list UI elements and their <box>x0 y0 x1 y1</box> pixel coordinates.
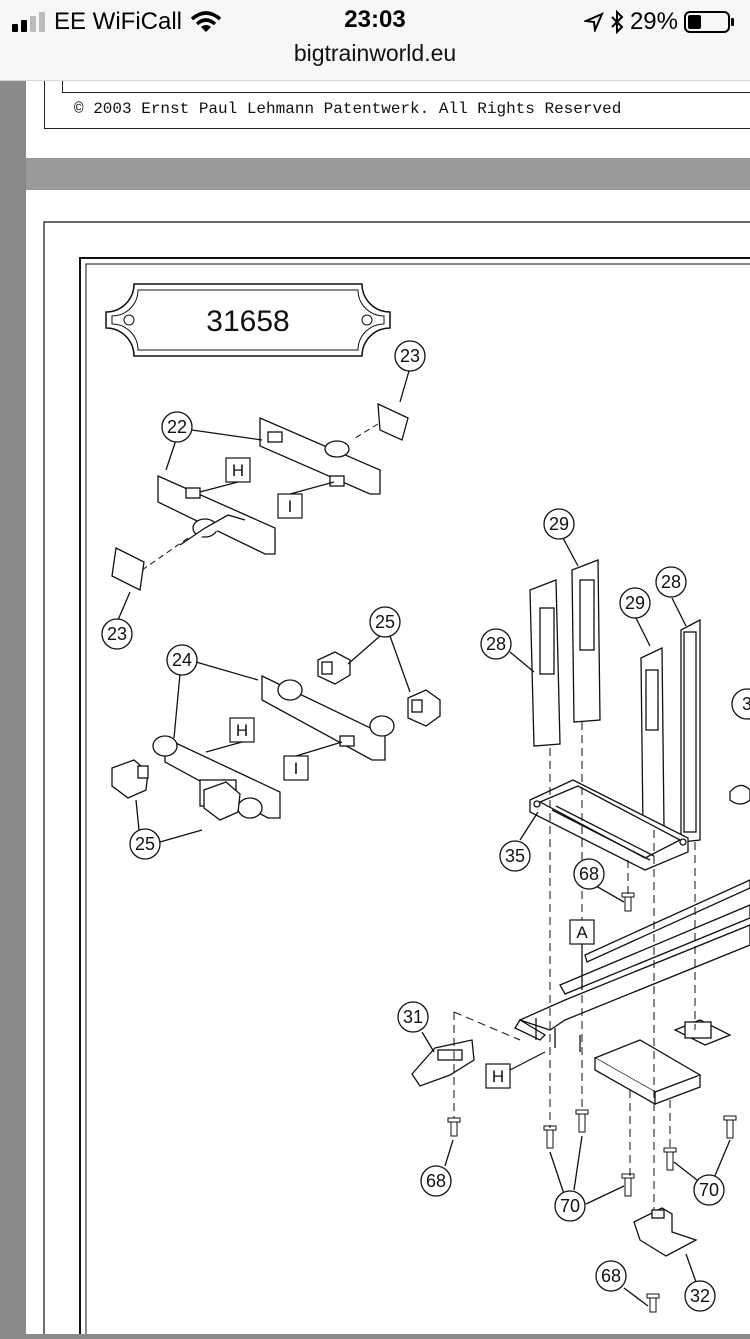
callout-28a: 28 <box>486 634 506 654</box>
callout-3: 3 <box>742 694 750 714</box>
location-arrow-icon <box>583 12 604 32</box>
chassis-frame <box>514 879 750 1106</box>
callout-31: 31 <box>403 1007 423 1027</box>
bluetooth-icon <box>611 10 624 34</box>
callout-35: 35 <box>505 846 525 866</box>
label-i-2: I <box>294 759 299 778</box>
callout-23b: 23 <box>107 624 127 644</box>
callout-22: 22 <box>167 417 187 437</box>
part-number: 31658 <box>206 305 289 338</box>
callout-70b: 70 <box>699 1180 719 1200</box>
exploded-view-drawing: 31658 <box>43 221 750 1334</box>
label-h-3: H <box>492 1067 504 1086</box>
copyright-text: © 2003 Ernst Paul Lehmann Patentwerk. Al… <box>74 100 622 118</box>
leader-lines <box>117 370 731 1307</box>
floor-plate <box>529 779 689 871</box>
status-left: EE WiFiCall <box>12 8 222 36</box>
label-h-2: H <box>236 721 248 740</box>
callout-25a: 25 <box>375 612 395 632</box>
page-gap <box>26 158 750 190</box>
callout-68a: 68 <box>579 864 599 884</box>
battery-icon <box>684 11 734 33</box>
coupler-assembly-lower <box>111 651 441 821</box>
window-frames <box>529 559 750 843</box>
callout-68c: 68 <box>601 1266 621 1286</box>
clock: 23:03 <box>344 6 406 33</box>
callout-23a: 23 <box>400 346 420 366</box>
page-border <box>44 60 750 129</box>
part-number-plaque: 31658 <box>105 283 391 357</box>
battery-percent: 29% <box>629 8 678 35</box>
callout-32: 32 <box>690 1286 710 1306</box>
address-bar-url[interactable]: bigtrainworld.eu <box>293 40 457 66</box>
carrier-label: EE WiFiCall <box>54 8 183 35</box>
label-a-1: A <box>576 923 588 942</box>
callout-70a: 70 <box>560 1196 580 1216</box>
signal-icon <box>12 12 45 32</box>
callout-circles <box>101 340 750 1312</box>
pdf-page-parts-drawing: 31658 <box>26 190 750 1334</box>
callout-25b: 25 <box>135 834 155 854</box>
label-i-1: I <box>288 497 293 516</box>
callout-29b: 29 <box>625 593 645 613</box>
wifi-icon <box>190 11 222 32</box>
reference-letters: H I H I A H <box>232 461 588 1086</box>
coupler-pocket-parts <box>411 1039 698 1257</box>
callout-24: 24 <box>172 650 192 670</box>
callout-29a: 29 <box>549 514 569 534</box>
status-bar: EE WiFiCall 23:03 29% bigtrainworld.eu <box>0 0 750 81</box>
assembly-lines <box>453 722 696 1210</box>
label-h-1: H <box>232 461 244 480</box>
callout-28b: 28 <box>661 572 681 592</box>
callout-68b: 68 <box>426 1171 446 1191</box>
callout-numbers: 23 22 23 24 25 25 29 28 29 28 3 35 68 31… <box>107 346 750 1306</box>
coupler-assembly-upper <box>111 402 409 591</box>
status-right: 29% <box>583 8 736 36</box>
reference-boxes <box>225 457 595 1089</box>
